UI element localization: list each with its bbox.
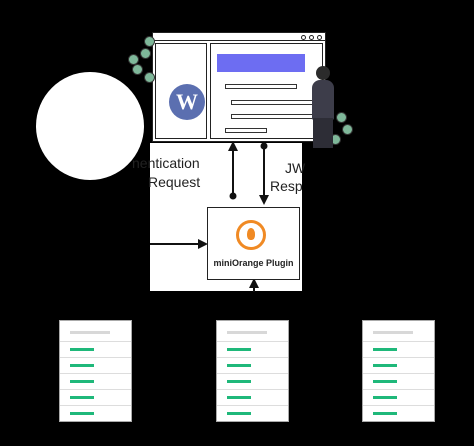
- auth-request-label-line2: Request: [148, 174, 201, 190]
- miniorange-icon: [236, 220, 266, 250]
- server-row-bar: [227, 396, 251, 399]
- header-block: [217, 54, 305, 72]
- leaf-icon: [144, 72, 155, 83]
- jwt-response-label-line2: Resp: [270, 178, 303, 194]
- server-row: [60, 373, 131, 389]
- wordpress-icon: W: [169, 84, 205, 120]
- server-row-bar: [70, 396, 94, 399]
- browser-sidebar: W: [155, 43, 207, 139]
- server-row: [363, 373, 434, 389]
- server-icon: [216, 320, 289, 422]
- person-legs: [313, 118, 333, 148]
- server-row: [60, 389, 131, 405]
- decorative-circle: [36, 72, 144, 180]
- server-row-bar: [70, 348, 94, 351]
- server-header: [373, 331, 413, 334]
- server-icon: [59, 320, 132, 422]
- leaf-icon: [342, 124, 353, 135]
- server-row-bar: [373, 412, 397, 415]
- jwt-response-label-line1: JW: [285, 160, 306, 176]
- server-row-bar: [227, 412, 251, 415]
- browser-window: W: [152, 32, 326, 142]
- server-row: [217, 357, 288, 373]
- server-row: [60, 405, 131, 421]
- server-row: [217, 373, 288, 389]
- server-row-bar: [373, 396, 397, 399]
- server-row: [217, 405, 288, 421]
- auth-request-label-line1: nentication: [132, 155, 200, 171]
- server-row-bar: [373, 380, 397, 383]
- server-header: [227, 331, 267, 334]
- server-row-bar: [227, 364, 251, 367]
- leaf-icon: [144, 36, 155, 47]
- window-dot-icon: [309, 35, 314, 40]
- server-row: [60, 357, 131, 373]
- miniorange-plugin-box: miniOrange Plugin: [207, 207, 300, 280]
- window-dot-icon: [301, 35, 306, 40]
- server-row: [217, 389, 288, 405]
- server-row-bar: [70, 412, 94, 415]
- jwt-response-arrow-origin: [260, 142, 268, 150]
- server-row: [363, 405, 434, 421]
- server-icon: [362, 320, 435, 422]
- auth-request-arrow-origin: [229, 192, 237, 200]
- server-row-bar: [227, 380, 251, 383]
- content-line: [225, 84, 297, 89]
- person-illustration: [316, 66, 330, 80]
- content-line: [225, 128, 267, 133]
- server-row-bar: [373, 364, 397, 367]
- server-header: [70, 331, 110, 334]
- server-row-bar: [227, 348, 251, 351]
- browser-titlebar: [153, 33, 325, 41]
- leaf-icon: [336, 112, 347, 123]
- server-row: [363, 341, 434, 357]
- window-dot-icon: [317, 35, 322, 40]
- leaf-icon: [132, 64, 143, 75]
- plugin-label: miniOrange Plugin: [213, 258, 294, 268]
- server-row-bar: [70, 364, 94, 367]
- person-body: [312, 80, 334, 120]
- server-row-bar: [373, 348, 397, 351]
- leaf-icon: [140, 48, 151, 59]
- server-row: [217, 341, 288, 357]
- server-row-bar: [70, 380, 94, 383]
- server-row: [363, 389, 434, 405]
- server-row: [363, 357, 434, 373]
- browser-content: [210, 43, 323, 139]
- server-row: [60, 341, 131, 357]
